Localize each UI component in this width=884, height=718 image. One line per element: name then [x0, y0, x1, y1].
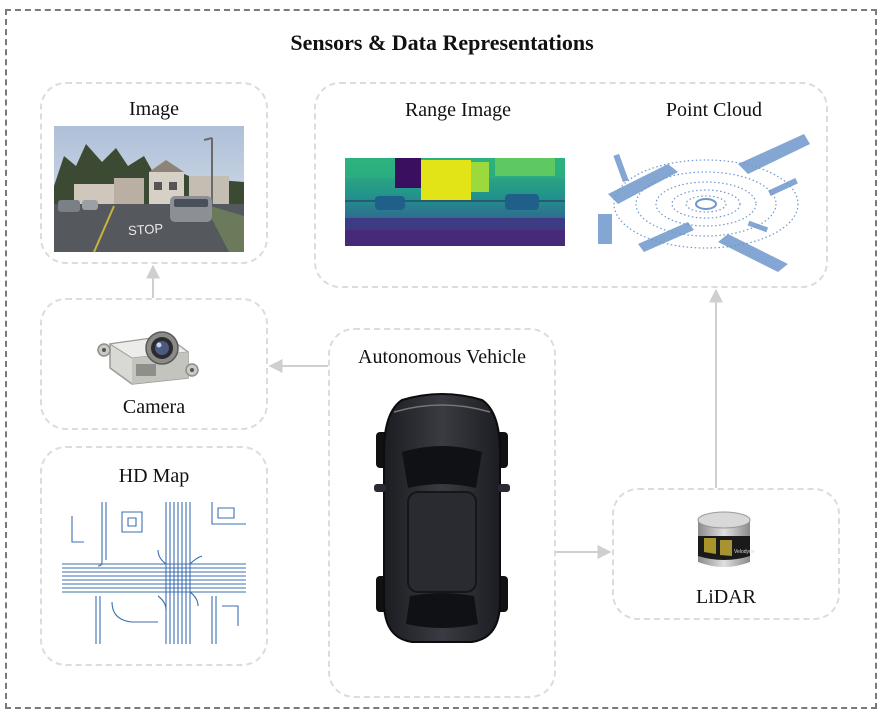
vehicle-top-view-icon [374, 393, 510, 643]
camera-box [40, 298, 268, 430]
lidar-device-icon: Velodyne [697, 511, 755, 567]
camera-label: Camera [122, 396, 186, 418]
image-label: Image [129, 98, 179, 120]
range-image-visual [345, 158, 565, 246]
street-photo: STOP [54, 126, 244, 252]
hd-map-label: HD Map [118, 465, 190, 487]
road-stop-text: STOP [127, 221, 163, 238]
outer-frame [5, 9, 877, 709]
hd-map-box [40, 446, 268, 666]
range-point-box [314, 82, 828, 288]
range-image-label: Range Image [404, 99, 512, 121]
image-box [40, 82, 268, 264]
lidar-box [612, 488, 840, 620]
vehicle-box [328, 328, 556, 698]
point-cloud-label: Point Cloud [665, 99, 763, 121]
point-cloud-visual [598, 134, 810, 272]
lidar-brand-text: Velodyne [734, 549, 755, 555]
lidar-label: LiDAR [696, 586, 756, 608]
camera-device-icon [97, 331, 199, 385]
vehicle-label: Autonomous Vehicle [358, 346, 526, 368]
diagram-title: Sensors & Data Representations [290, 30, 594, 55]
hd-map-visual [62, 502, 246, 644]
